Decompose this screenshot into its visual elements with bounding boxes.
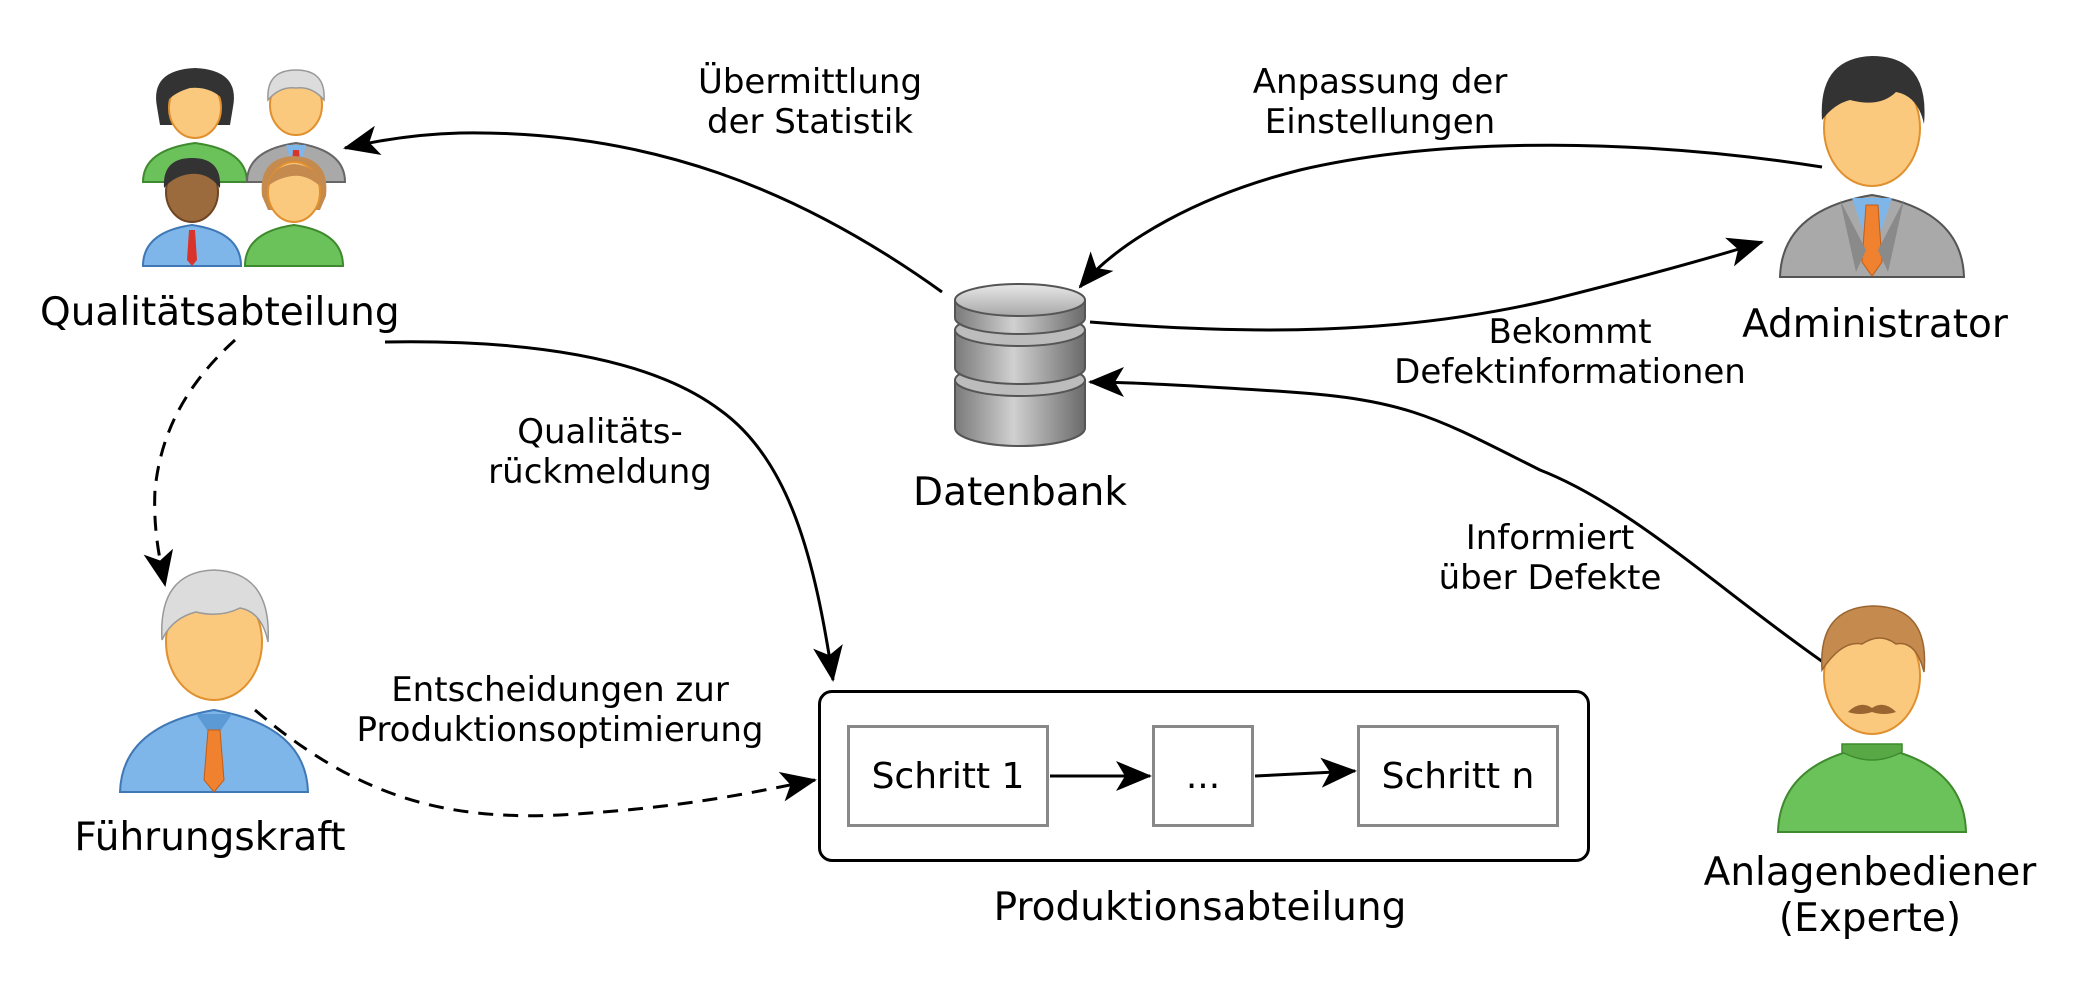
flow-entscheidungen-line2: Produktionsoptimierung	[356, 710, 764, 750]
flow-statistik-line1: Übermittlung	[697, 62, 923, 102]
production-step-ellipsis: ...	[1152, 725, 1254, 827]
flow-defektinfo-line1: Bekommt	[1488, 312, 1652, 352]
flow-label-entscheidungen: Entscheidungen zur Produktionsoptimierun…	[340, 670, 780, 750]
arrow-step-2-3	[1254, 757, 1357, 788]
arrow-entscheidungen	[254, 708, 817, 818]
quality-department-name: Qualitätsabteilung	[40, 290, 400, 335]
person-brown-icon	[243, 156, 345, 267]
flow-feedback-line1: Qualitäts-	[517, 412, 683, 452]
arrow-einstellungen	[1078, 143, 1823, 289]
flow-label-informiert: Informiert über Defekte	[1400, 518, 1700, 598]
production-step-n: Schritt n	[1357, 725, 1559, 827]
flow-entscheidungen-line1: Entscheidungen zur	[391, 670, 729, 710]
production-department-label: Produktionsabteilung	[960, 885, 1440, 931]
flow-label-defektinfo: Bekommt Defektinformationen	[1370, 312, 1770, 392]
administrator-name: Administrator	[1742, 302, 2008, 347]
manager-label: Führungskraft	[60, 815, 360, 861]
flow-einstellungen-line1: Anpassung der	[1252, 62, 1508, 102]
flow-label-feedback: Qualitäts- rückmeldung	[450, 412, 750, 492]
arrow-defektinfo	[1089, 237, 1764, 332]
flow-informiert-line2: über Defekte	[1438, 558, 1662, 598]
arrow-quality-to-manager	[143, 338, 237, 587]
flow-label-statistik: Übermittlung der Statistik	[640, 62, 980, 142]
database-label: Datenbank	[900, 470, 1140, 516]
flow-feedback-line2: rückmeldung	[488, 452, 712, 492]
quality-department-label: Qualitätsabteilung	[40, 290, 400, 336]
arrow-feedback	[384, 340, 843, 682]
operator-icon	[1776, 605, 1968, 833]
person-dark-icon	[141, 158, 243, 267]
flow-defektinfo-line2: Defektinformationen	[1394, 352, 1746, 392]
operator-label: Anlagenbediener (Experte)	[1690, 850, 2050, 942]
administrator-icon	[1778, 56, 1966, 278]
administrator-label: Administrator	[1720, 302, 2030, 348]
arrow-statistik	[343, 125, 943, 294]
database-name: Datenbank	[913, 470, 1127, 515]
operator-name-line2: (Experte)	[1778, 896, 1962, 941]
production-department-box	[818, 690, 1590, 862]
manager-icon	[118, 569, 310, 793]
flow-informiert-line1: Informiert	[1465, 518, 1635, 558]
quality-group-icon	[141, 68, 347, 267]
production-step-1: Schritt 1	[847, 725, 1049, 827]
database-icon	[954, 283, 1086, 447]
operator-name-line1: Anlagenbediener	[1703, 850, 2037, 895]
production-department-name: Produktionsabteilung	[993, 885, 1407, 930]
manager-name: Führungskraft	[74, 815, 346, 860]
flow-einstellungen-line2: Einstellungen	[1264, 102, 1496, 142]
flow-label-einstellungen: Anpassung der Einstellungen	[1210, 62, 1550, 142]
flow-statistik-line2: der Statistik	[707, 102, 913, 142]
arrow-informiert-line	[1088, 367, 1824, 664]
